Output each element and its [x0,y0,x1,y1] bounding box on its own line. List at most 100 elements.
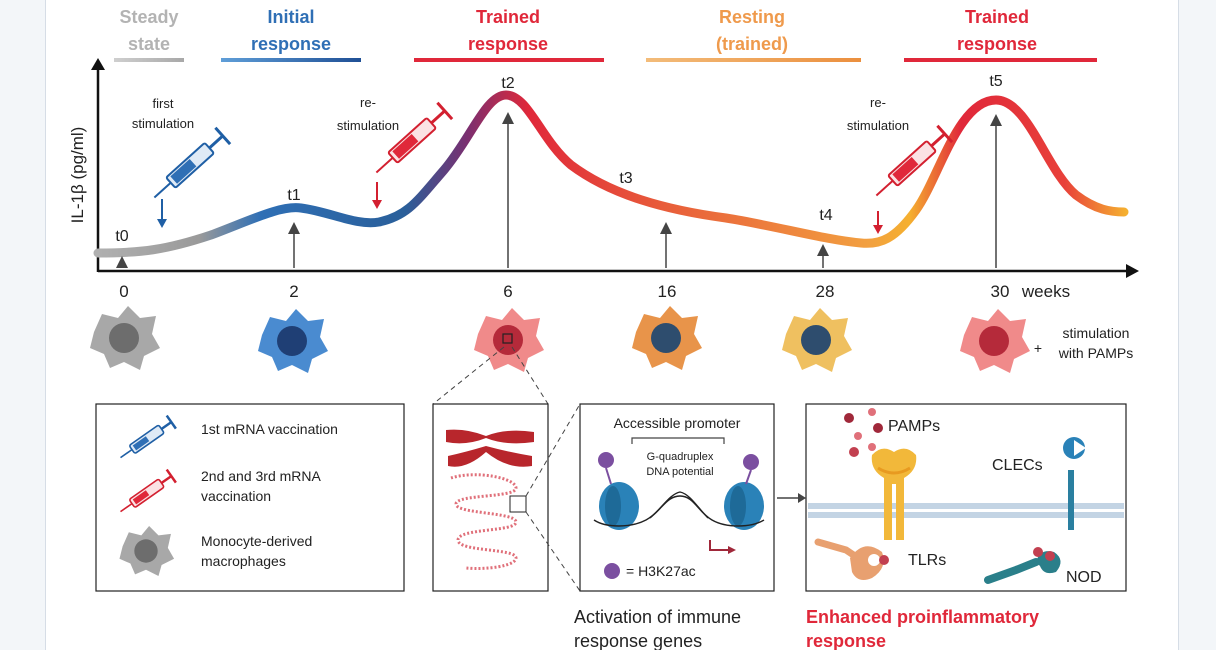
figure-frame: Steady state Initial response Trained re… [45,0,1179,650]
dna-strand [450,473,518,570]
h3k27ac-mark-icon [598,452,614,468]
activation-caption-line2: response genes [574,631,702,650]
re-stimulation-1: re- stimulation [337,95,454,209]
pamps-note-line2: with PAMPs [1058,345,1133,361]
nucleosome-shade [730,486,746,526]
timepoint-label: t0 [115,228,128,245]
zoom-box [509,495,527,513]
h3k27ac-mark-icon [743,454,759,470]
stimulation-label-line1: first [153,96,174,111]
panel-arrowhead [798,493,806,503]
cell-week-0-icon [90,306,160,370]
weeks-unit-label: weeks [1021,282,1070,301]
phase-label-line1: Initial [267,7,314,27]
activation-caption-line1: Activation of immune [574,607,741,627]
phase-trained-response-2: Trained response [904,7,1097,62]
tlrs-label: TLRs [908,552,946,569]
phase-initial-response: Initial response [221,7,361,62]
phase-label-line1: Resting [719,7,785,27]
timepoint-t2: t2 [501,75,515,268]
phase-label-line1: Trained [965,7,1029,27]
chromosome-icon [446,429,534,467]
stimulation-arrowhead [157,219,167,228]
phase-label-line2: response [468,34,548,54]
syringe-red-icon [375,101,454,174]
pamps-note-line1: stimulation [1063,325,1130,341]
membrane-band [808,503,1124,509]
il1b-response-curve [93,90,1129,258]
week-tick-label: 2 [289,282,298,301]
gq-label-line2: DNA potential [646,466,713,478]
promoter-panel: Accessible promoter G-quadruplex DNA pot… [579,403,775,592]
timepoint-t5: t5 [989,73,1003,268]
promoter-bracket [631,437,725,444]
timepoint-t3: t3 [619,170,672,268]
timepoint-label: t3 [619,170,632,187]
timepoint-label: t5 [989,73,1002,90]
clec-receptor-icon [1063,437,1086,530]
phase-trained-response-1: Trained response [414,7,604,62]
phase-label-line2: response [251,34,331,54]
trained-immunity-diagram: Steady state Initial response Trained re… [68,7,1139,650]
pamps-particles-icon [844,408,883,457]
cell-week-28-icon [782,308,852,372]
nod-label: NOD [1066,569,1102,586]
phase-underline [414,58,604,62]
zoom-line [525,511,581,592]
stimulation-label-line1: re- [870,95,886,110]
transcription-start-arrow [709,540,730,551]
promoter-title: Accessible promoter [614,415,741,431]
enhanced-caption-line1: Enhanced proinflammatory [806,607,1039,627]
syringe-red-icon [875,124,954,197]
week-tick-label: 28 [816,282,835,301]
phase-resting-trained: Resting (trained) [646,7,861,62]
phase-label-line1: Trained [476,7,540,27]
stimulation-label-line2: stimulation [132,116,194,131]
clecs-label: CLECs [992,457,1043,474]
zoom-line [511,346,549,405]
tlr-receptor-icon [871,448,917,540]
legend-macrophage-icon [119,526,175,576]
timepoint-label: t1 [287,187,300,204]
phase-label-line2: response [957,34,1037,54]
nod-receptor-icon [984,547,1061,584]
stimulation-label-line2: stimulation [847,118,909,133]
legend-item-label: vaccination [201,488,271,504]
chromosome-panel [432,403,549,592]
stimulation-arrowhead [873,225,883,234]
phase-underline [904,58,1097,62]
timepoint-label: t4 [819,207,832,224]
timepoint-label: t2 [501,75,514,92]
cell-week-30-icon [960,309,1030,373]
legend-item-label: 2nd and 3rd mRNA [201,468,322,484]
phase-label-line2: state [128,34,170,54]
legend-item-label: Monocyte-derived [201,533,312,549]
week-tick-label: 30 [991,282,1010,301]
stimulation-label-line1: re- [360,95,376,110]
phase-underline [646,58,861,62]
x-axis-arrowhead [1126,264,1139,278]
phase-underline [221,58,361,62]
h3k27ac-legend-label: = H3K27ac [626,563,696,579]
phase-label-line1: Steady [119,7,178,27]
week-tick-labels: 0 2 6 16 28 30 weeks [119,282,1070,301]
legend-box: 1st mRNA vaccination 2nd and 3rd mRNA va… [95,403,405,592]
phase-underline [114,58,184,62]
week-tick-label: 0 [119,282,128,301]
dna-loop [593,495,765,527]
legend-item-label: 1st mRNA vaccination [201,421,338,437]
phase-label-line2: (trained) [716,34,788,54]
zoom-line [432,346,505,405]
y-axis-arrowhead [91,58,105,70]
axes: IL-1β (pg/ml) [68,58,1139,278]
timepoint-t0: t0 [115,228,129,268]
y-axis-label: IL-1β (pg/ml) [68,127,87,224]
legend-syringe-blue-icon [120,414,177,459]
gq-label-line1: G-quadruplex [647,451,714,463]
legend-syringe-red-icon [120,468,177,513]
timepoint-t4: t4 [817,207,833,268]
phase-steady-state: Steady state [114,7,184,62]
first-stimulation: first stimulation [132,96,232,228]
week-tick-label: 6 [503,282,512,301]
nucleosome-shade [605,486,621,526]
